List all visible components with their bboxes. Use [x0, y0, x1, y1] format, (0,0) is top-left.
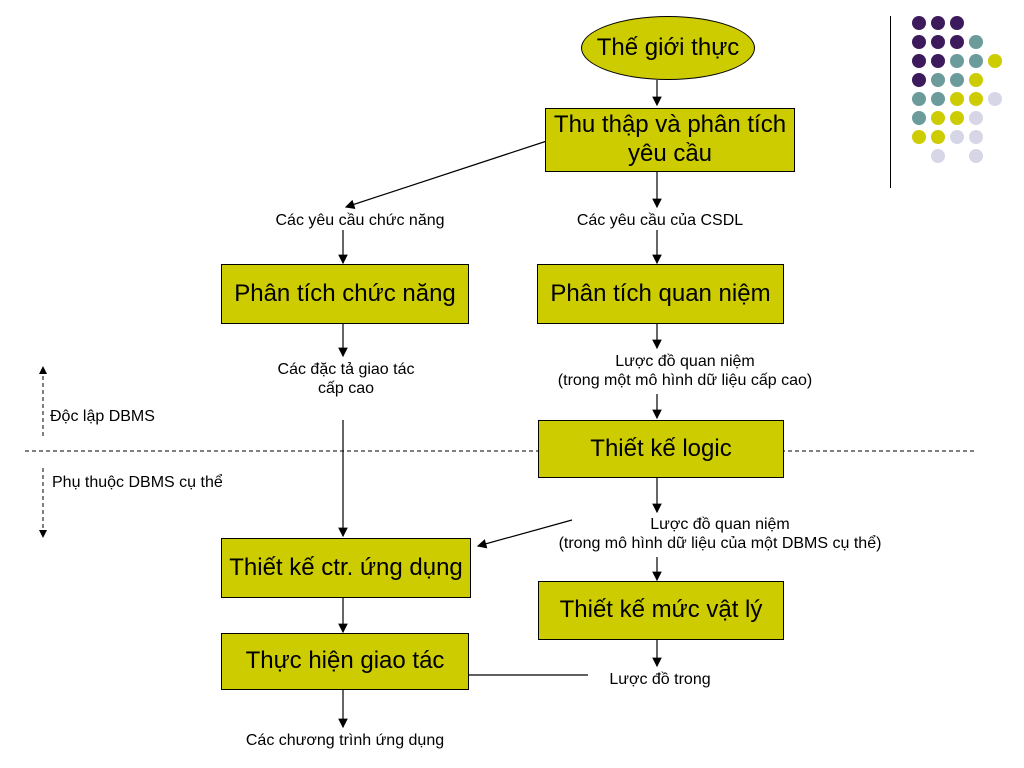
decor-dot: [931, 111, 945, 125]
arrow-collect-funcreq: [344, 137, 557, 209]
label-app-programs: Các chương trình ứng dụng: [245, 732, 445, 749]
decor-dot: [912, 130, 926, 144]
decorative-divider: [890, 16, 891, 188]
decor-dot: [950, 54, 964, 68]
decor-dot: [988, 92, 1002, 106]
label-concept-schema: Lược đồ quan niệm (trong một mô hình dữ …: [505, 352, 865, 390]
node-collect-analyze: Thu thập và phân tích yêu cầu: [545, 108, 795, 172]
decor-dot: [950, 35, 964, 49]
label-dbms-dependent: Phụ thuộc DBMS cụ thể: [52, 474, 223, 491]
decor-dot: [969, 35, 983, 49]
decor-dot: [950, 130, 964, 144]
label-db-requirements: Các yêu cầu của CSDL: [576, 212, 744, 229]
decor-dot: [931, 130, 945, 144]
decor-dot: [969, 54, 983, 68]
decor-dot: [950, 73, 964, 87]
label-concept-schema-line2: (trong một mô hình dữ liệu cấp cao): [557, 372, 813, 390]
node-concept-analysis: Phân tích quan niệm: [537, 264, 784, 324]
decor-dot: [988, 54, 1002, 68]
label-concept-schema-dbms-line2: (trong mô hình dữ liệu của một DBMS cụ t…: [558, 535, 882, 553]
label-func-requirements: Các yêu cầu chức năng: [275, 212, 445, 229]
node-physical-design: Thiết kế mức vật lý: [538, 581, 784, 640]
decor-dot: [912, 35, 926, 49]
node-logic-design: Thiết kế logic: [538, 420, 784, 478]
decor-dot: [912, 16, 926, 30]
decor-dot: [950, 92, 964, 106]
decor-dot: [931, 35, 945, 49]
decor-dot: [950, 16, 964, 30]
decor-dot: [931, 92, 945, 106]
label-dbms-independent: Độc lập DBMS: [50, 408, 155, 425]
label-internal-schema: Lược đồ trong: [609, 671, 711, 688]
decor-dot: [912, 92, 926, 106]
decor-dot: [969, 73, 983, 87]
decor-dot: [969, 111, 983, 125]
label-high-level-specs-line1: Các đặc tả giao tác: [277, 361, 415, 378]
decor-dot: [950, 111, 964, 125]
decor-dot: [969, 149, 983, 163]
decor-dot: [912, 54, 926, 68]
decor-dot: [931, 149, 945, 163]
decor-dot: [931, 73, 945, 87]
node-transaction-impl: Thực hiện giao tác: [221, 633, 469, 690]
decor-dot: [912, 73, 926, 87]
label-concept-schema-line1: Lược đồ quan niệm: [615, 353, 755, 370]
decor-dot: [931, 54, 945, 68]
label-concept-schema-dbms: Lược đồ quan niệm (trong mô hình dữ liệu…: [505, 515, 935, 553]
node-func-analysis: Phân tích chức năng: [221, 264, 469, 324]
decor-dot: [931, 16, 945, 30]
decor-dot: [969, 130, 983, 144]
node-app-design: Thiết kế ctr. ứng dụng: [221, 538, 471, 598]
label-high-level-specs-line2: cấp cao: [317, 380, 375, 398]
label-concept-schema-dbms-line1: Lược đồ quan niệm: [650, 516, 790, 533]
label-high-level-specs: Các đặc tả giao tác cấp cao: [226, 360, 466, 398]
decor-dot: [912, 111, 926, 125]
arrow-schema-dbms-appdesign: [476, 519, 573, 549]
decor-dot: [969, 92, 983, 106]
node-real-world: Thế giới thực: [581, 16, 755, 80]
